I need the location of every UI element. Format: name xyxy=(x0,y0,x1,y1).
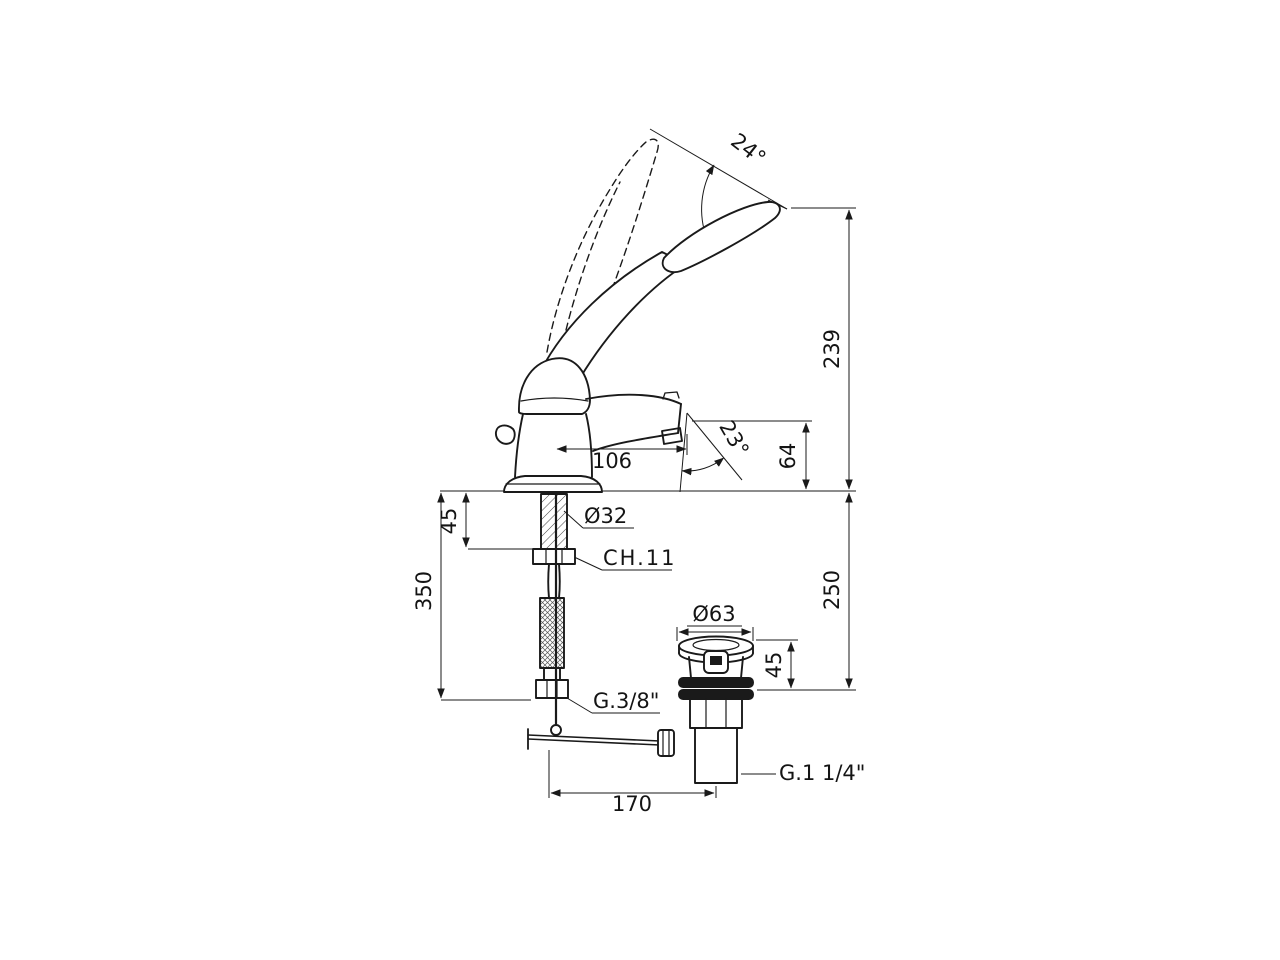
leader-ch11 xyxy=(571,555,603,571)
dim-shank-diameter-label: Ø32 xyxy=(584,504,627,528)
dim-flange-diameter-label: Ø63 xyxy=(692,602,735,626)
dim-wrench-size-label: CH.11 xyxy=(603,546,676,570)
hose-ferrule xyxy=(543,667,561,681)
faucet-outline xyxy=(495,201,781,784)
mounting-nut xyxy=(532,548,576,565)
dimension-labels: 24° 239 23° 64 106 Ø32 45 CH.11 350 250 … xyxy=(412,129,865,816)
angle-23-arc xyxy=(681,457,725,476)
horizontal-rod xyxy=(527,734,661,742)
threaded-shank xyxy=(540,493,568,550)
dim-spout-reach-label: 106 xyxy=(592,449,632,473)
dim-shank-depth-label: 45 xyxy=(437,508,461,535)
leader-g38 xyxy=(566,697,593,714)
dim-outlet-height-label: 64 xyxy=(776,443,800,470)
dim-hose-drop-label: 350 xyxy=(412,571,436,611)
side-tab xyxy=(495,424,516,445)
braided-hose xyxy=(539,597,565,669)
rod-knob xyxy=(657,729,675,757)
handle-paddle xyxy=(661,201,781,274)
dim-handle-angle-label: 24° xyxy=(726,129,770,171)
cartridge-dome xyxy=(518,357,591,415)
aerator xyxy=(661,427,683,445)
angle-23-line-b xyxy=(686,412,743,481)
dim-flange-depth-label: 45 xyxy=(762,652,786,679)
angle-24-line xyxy=(649,128,788,210)
drain-hex-body xyxy=(689,698,743,729)
drain-tailpiece xyxy=(694,727,738,784)
dim-overall-height-label: 239 xyxy=(820,329,844,369)
spout-top xyxy=(585,393,682,405)
gasket-upper xyxy=(678,677,754,688)
dim-waste-thread-label: G.1 1/4" xyxy=(779,761,865,785)
dim-supply-thread-label: G.3/8" xyxy=(593,689,659,713)
angle-23-line-a xyxy=(679,412,688,493)
rod-ball-joint xyxy=(550,724,562,736)
hose-neck xyxy=(547,563,550,599)
body-right-edge xyxy=(585,413,593,478)
hose-nut xyxy=(535,679,569,699)
dim-drain-drop-label: 250 xyxy=(820,570,844,610)
drain-assembly xyxy=(678,635,754,784)
spout-bottom xyxy=(592,432,679,452)
gasket-lower xyxy=(678,689,754,700)
body-left-edge xyxy=(514,413,524,478)
dim-drain-offset-label: 170 xyxy=(612,792,652,816)
